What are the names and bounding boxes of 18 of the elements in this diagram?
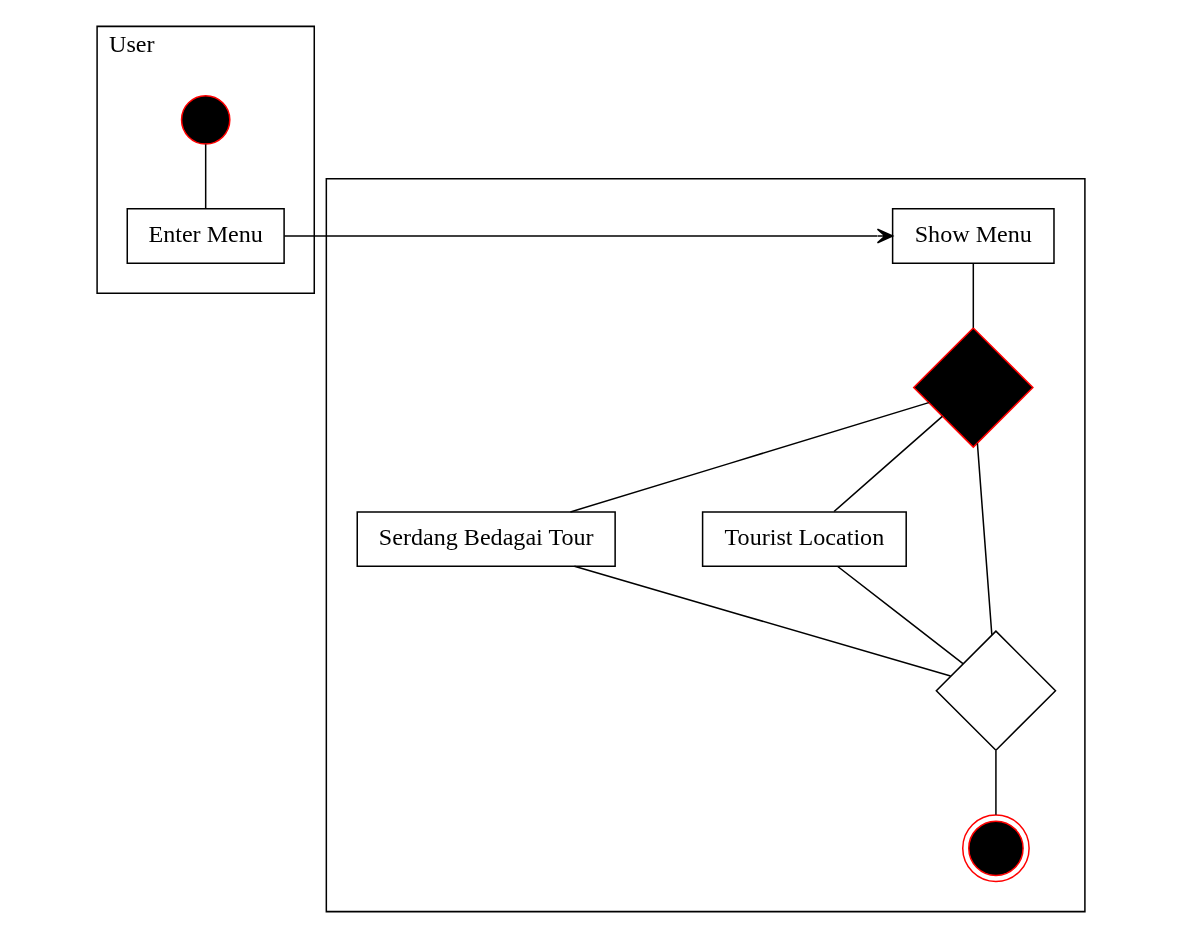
node-diamond — [935, 630, 1057, 752]
node-box: Show Menu — [891, 208, 1055, 264]
connector — [204, 143, 207, 210]
node-diamond — [912, 326, 1034, 449]
connector — [573, 565, 952, 677]
node-circle — [180, 95, 231, 145]
connector — [837, 565, 964, 665]
node-box: Serdang Bedagai Tour — [356, 511, 616, 568]
connector — [976, 442, 993, 636]
cluster — [325, 177, 1086, 913]
connector — [995, 749, 997, 816]
node-box: Enter Menu — [126, 208, 285, 264]
connector — [972, 262, 975, 329]
arrow — [283, 228, 894, 244]
node-box: Tourist Location — [701, 511, 907, 568]
node-circle — [962, 814, 1030, 883]
connector — [833, 415, 944, 513]
connector — [569, 401, 930, 513]
